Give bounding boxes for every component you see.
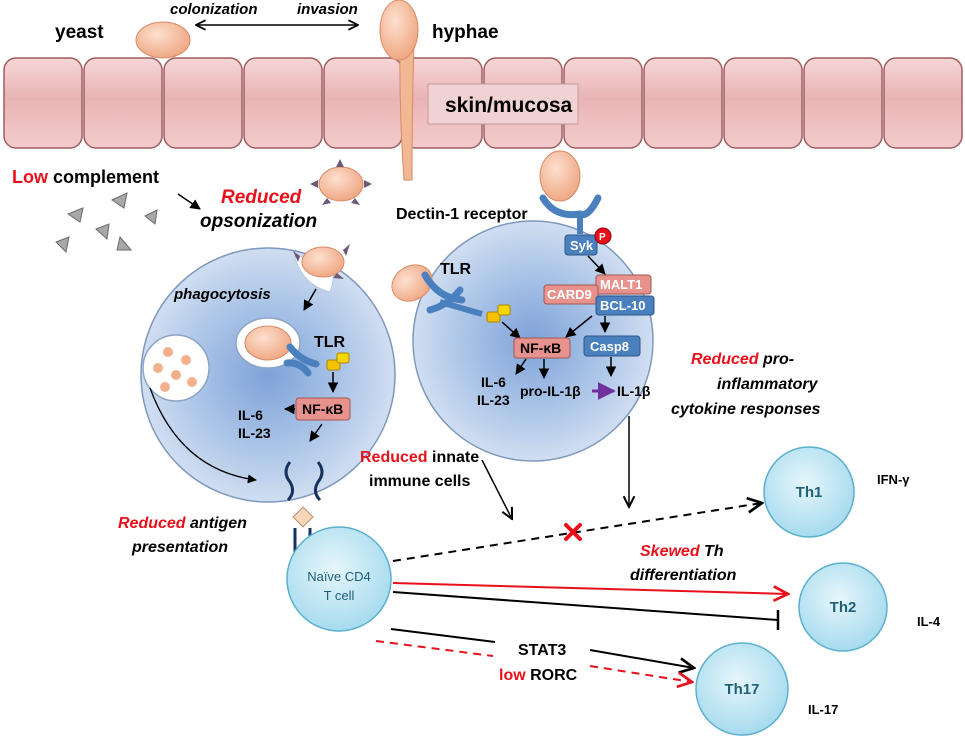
- yeast-label: yeast: [55, 22, 104, 43]
- il23-left-label: IL-23: [238, 425, 271, 441]
- th17-cell: [695, 642, 789, 736]
- nfkb-right-label: NF-κB: [520, 340, 561, 356]
- malt1-box: [595, 274, 652, 295]
- bcl10-label: BCL-10: [600, 298, 646, 313]
- yeast-cell: [135, 21, 191, 59]
- th2-inhibit-line: [392, 591, 779, 621]
- th17-label: Th17: [724, 681, 759, 698]
- differentiation-label: differentiation: [630, 567, 737, 584]
- reduced-innate-label: Reduced innate: [360, 449, 479, 466]
- colonization-label: colonization: [170, 1, 258, 18]
- il6-right-label: IL-6: [481, 374, 506, 390]
- innate-arrow-1: [481, 459, 512, 519]
- th1-label: Th1: [796, 484, 823, 501]
- nfkb-box-left: [295, 397, 351, 421]
- presentation-label: presentation: [131, 539, 228, 556]
- casp8-label: Casp8: [590, 339, 629, 354]
- reduced-pro-label: Reduced pro-: [691, 351, 794, 368]
- stat3-label: STAT3: [518, 642, 566, 659]
- tlr-left-label: TLR: [314, 334, 346, 351]
- reduced-antigen-label: Reduced antigen: [118, 515, 247, 532]
- inflammatory-label: inflammatory: [717, 376, 819, 393]
- blocked-x-icon: [564, 523, 582, 541]
- ifng-label: IFN-γ: [877, 472, 910, 487]
- dectin-receptor-label: Dectin-1 receptor: [396, 206, 528, 223]
- skewed-th-label: Skewed Th: [640, 543, 724, 560]
- tlr-right-label: TLR: [440, 261, 472, 278]
- skin-mucosa-label: skin/mucosa: [445, 94, 573, 117]
- card9-label: CARD9: [547, 287, 592, 302]
- th17-arrow-black: [589, 649, 694, 668]
- phospho-label: P: [599, 232, 606, 243]
- nfkb-left-label: NF-κB: [302, 401, 343, 417]
- il4-label: IL-4: [917, 614, 941, 629]
- il6-left-label: IL-6: [238, 407, 263, 423]
- th1-cell: [763, 446, 855, 538]
- skin-mucosa-layer: [3, 57, 963, 149]
- casp8-box: [583, 335, 641, 357]
- th2-red-arrow: [392, 582, 788, 594]
- th17-red-dashed-a: [375, 640, 494, 657]
- il1b-label: IL-1β: [617, 383, 651, 399]
- opsonized-fungus: [310, 159, 372, 205]
- low-rorc-label: low RORC: [499, 667, 578, 684]
- il17-label: IL-17: [808, 702, 838, 717]
- cytokine-responses-label: cytokine responses: [671, 401, 821, 418]
- phagocyte-cell: [140, 244, 396, 503]
- card9-box: [543, 284, 599, 305]
- complement-arrow: [177, 193, 201, 210]
- dendritic-cell-right: [391, 150, 655, 462]
- naive-cd4-t-cell: [286, 526, 392, 632]
- naive-cd4-label: Naïve CD4: [307, 569, 371, 584]
- th17-red-dashed-arrow: [589, 665, 692, 682]
- phagocytosis-label: phagocytosis: [173, 286, 271, 303]
- syk-label: Syk: [570, 238, 594, 253]
- immune-cells-label: immune cells: [369, 473, 470, 490]
- hyphae: [379, 0, 419, 181]
- pro-il1b-label: pro-IL-1β: [520, 383, 581, 399]
- th2-label: Th2: [830, 599, 857, 616]
- invasion-label: invasion: [297, 1, 358, 18]
- complement-fragments: [55, 192, 158, 254]
- th17-line-a: [390, 628, 496, 643]
- hyphae-label: hyphae: [432, 22, 499, 43]
- skin-label-box: [427, 83, 579, 125]
- th1-dashed-arrow: [392, 503, 762, 562]
- t-cell-label: T cell: [324, 588, 355, 603]
- low-complement-label: Low complement: [12, 167, 159, 187]
- bcl10-box: [595, 295, 655, 316]
- malt1-label: MALT1: [600, 277, 642, 292]
- il23-right-label: IL-23: [477, 392, 510, 408]
- nfkb-box-right: [513, 337, 571, 359]
- opsonization-label: opsonization: [200, 211, 317, 232]
- syk-box: [564, 234, 598, 256]
- th2-cell: [798, 562, 888, 652]
- reduced-opsonization-red: Reduced: [221, 187, 302, 208]
